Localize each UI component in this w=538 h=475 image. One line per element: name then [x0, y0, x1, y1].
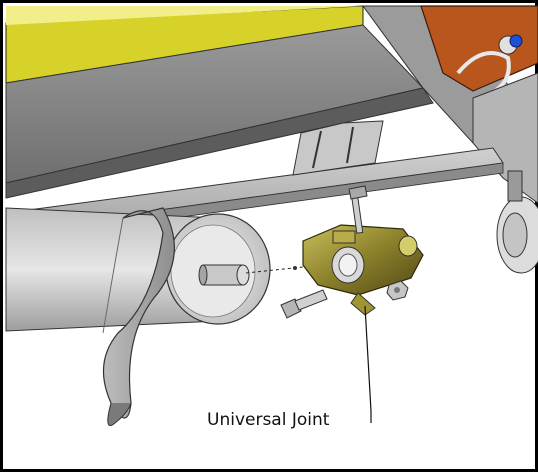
hex-bolt [280, 289, 328, 319]
callout-leader-line [364, 305, 372, 423]
assembly-illustration [5, 5, 538, 426]
universal-joint-part [302, 224, 424, 316]
yellow-hopper-panel [5, 5, 364, 84]
slotted-bracket [292, 120, 384, 176]
auger-flighting [102, 207, 175, 426]
hex-nut [386, 280, 409, 301]
gearbox-housing [472, 72, 538, 274]
vertical-set-bolt [348, 185, 368, 234]
orange-mounting-bracket [420, 5, 538, 97]
universal-joint-label: Universal Joint [207, 410, 330, 430]
alignment-dot [293, 266, 297, 270]
drive-shaft [198, 264, 250, 286]
